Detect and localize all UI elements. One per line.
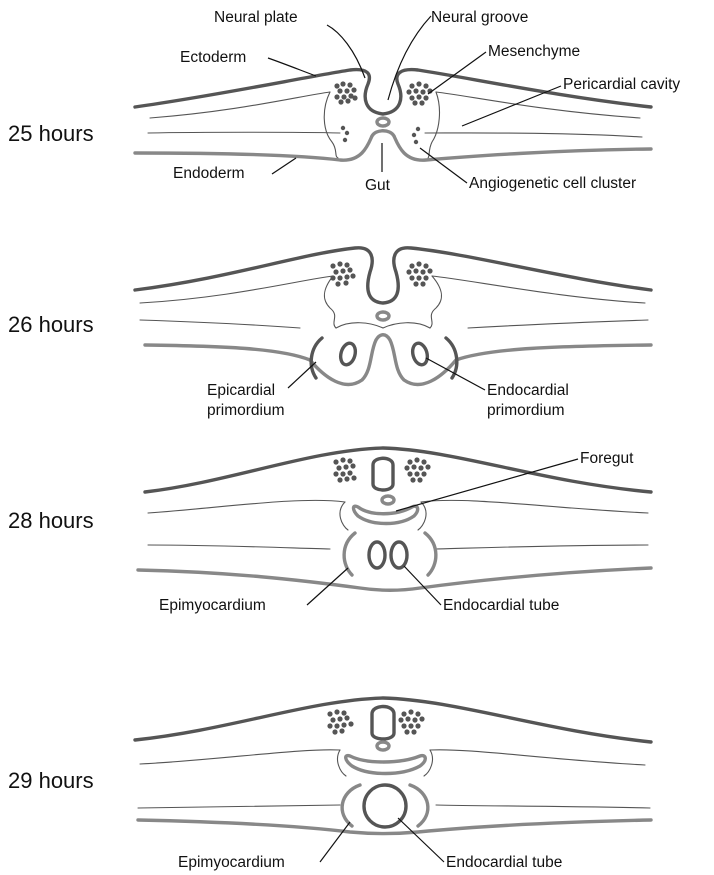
neural-tube-28h [373,458,393,490]
label-endocardial-line1: Endocardial [487,382,569,399]
label-gut: Gut [365,177,391,194]
ectoderm-26h [135,248,651,303]
endocardial-tube-29h [364,785,406,827]
label-endocardial-tube-29h: Endocardial tube [446,854,562,871]
label-neural-plate: Neural plate [214,9,298,26]
epimyocardium-right-28h [425,533,436,575]
label-endoderm: Endoderm [173,165,245,182]
mesenchyme-cells-left-28h [333,457,356,482]
endoderm-26h [145,335,651,385]
notochord-26h [377,312,389,320]
leader-endoderm [272,158,296,174]
label-pericardial-cavity: Pericardial cavity [563,76,680,93]
mesenchyme-cells-left-26h [330,261,355,286]
mesenchyme-cells-left-29h [327,709,353,734]
notochord-28h [382,496,394,504]
mesenchyme-wall-left-25h [324,92,338,158]
label-endocardial-line2: primordium [487,402,565,419]
panel-25-hours: 25 hours Neural plate Neural groove Ecto… [8,9,680,194]
leader-epicardial-primordium [288,362,316,388]
mesoderm-line-lower-28h [148,545,648,549]
stage-label-26-hours: 26 hours [8,312,94,337]
foregut-29h [346,756,426,774]
notochord-29h [377,742,389,750]
mesenchyme-wall-right-26h [430,276,442,328]
mesoderm-line-lower-29h [138,805,650,808]
endoderm-25h [135,131,651,160]
endocardial-primordium-right-26h [410,342,429,367]
label-ectoderm: Ectoderm [180,49,246,66]
label-foregut: Foregut [580,450,634,467]
leader-ectoderm [268,58,316,76]
ectoderm-28h [145,448,651,492]
panel-26-hours: 26 hours Epicardial primordium Endocardi… [8,248,651,419]
mesenchyme-cells-right-29h [398,709,424,734]
epimyocardium-right-29h [410,785,428,826]
panel-28-hours: 28 hours Foregut Epimyocardium Endocardi… [8,448,651,614]
foregut-28h [354,506,418,523]
label-neural-groove: Neural groove [431,9,528,26]
endoderm-29h [138,820,651,834]
stage-label-25-hours: 25 hours [8,121,94,146]
endocardial-tube-left-28h [369,542,385,568]
label-epicardial-line1: Epicardial [207,382,275,399]
gut-outline-26h [336,323,430,328]
notochord-25h [377,118,389,126]
label-angiogenetic-cell-cluster: Angiogenetic cell cluster [469,175,636,192]
stage-label-28-hours: 28 hours [8,508,94,533]
mesenchyme-cells-right-26h [406,261,432,286]
label-mesenchyme: Mesenchyme [488,43,580,60]
mesenchyme-cells-right-28h [404,457,430,482]
panel-29-hours: 29 hours Epimyocardium Endocardial tube [8,698,651,871]
label-endocardial-tube-28h: Endocardial tube [443,597,559,614]
label-epimyocardium-28h: Epimyocardium [159,597,266,614]
epimyocardium-left-28h [344,533,355,575]
mesenchyme-cells-left-25h [334,81,357,104]
endoderm-28h [138,568,651,590]
leader-angiogenetic-cell-cluster [420,148,467,183]
endocardial-tube-right-28h [391,542,407,568]
leader-pericardial-cavity [462,86,561,126]
endocardial-primordium-left-26h [338,342,357,367]
mesenchyme-wall-left-26h [324,276,336,328]
epimyocardium-left-29h [342,785,360,826]
label-epimyocardium-29h: Epimyocardium [178,854,285,871]
label-epicardial-line2: primordium [207,402,285,419]
neural-tube-29h [372,707,394,740]
stage-label-29-hours: 29 hours [8,768,94,793]
angiogenetic-cell-cluster-25h [341,126,420,144]
mesenchyme-wall-right-25h [428,92,439,158]
